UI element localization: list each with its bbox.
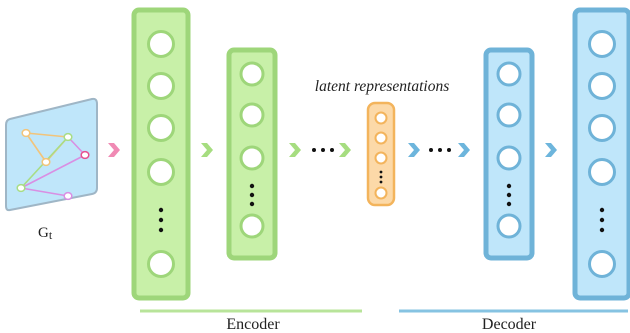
neuron	[147, 114, 175, 142]
encoder-layer-1-box	[131, 7, 191, 301]
latent-label: latent representations	[315, 78, 449, 95]
neuron	[239, 61, 265, 87]
neuron	[588, 250, 616, 278]
ellipsis-dot	[330, 148, 334, 152]
neuron	[496, 61, 522, 87]
graph-edge	[25, 132, 47, 163]
neuron	[588, 30, 616, 58]
decoder-arrow-icon	[408, 143, 420, 157]
graph-label-main: G	[38, 225, 49, 241]
neuron	[374, 111, 388, 125]
neuron	[147, 250, 175, 278]
neuron	[374, 151, 388, 165]
neuron	[239, 145, 265, 171]
decoder-label: Decoder	[482, 316, 537, 333]
ellipsis-dot	[379, 180, 383, 184]
neuron	[147, 158, 175, 186]
graph-node	[21, 128, 31, 138]
neuron	[239, 213, 265, 239]
ellipsis-dot	[321, 148, 325, 152]
decoder-arrow-icon	[545, 143, 557, 157]
ellipsis-dot	[312, 148, 316, 152]
ellipsis-dot	[506, 183, 512, 189]
graph-edge	[20, 187, 69, 197]
neuron	[147, 30, 175, 58]
latent-layer	[366, 101, 396, 207]
ellipsis-dot	[249, 192, 255, 198]
neuron	[374, 186, 388, 200]
ellipsis-dot	[158, 217, 164, 223]
neuron	[588, 158, 616, 186]
graph-node	[80, 150, 90, 160]
ellipsis-dot	[158, 227, 164, 233]
ellipsis-dot	[429, 148, 433, 152]
graph-node	[63, 191, 73, 201]
neuron	[588, 72, 616, 100]
input-arrow-icon	[108, 143, 120, 157]
neuron	[588, 114, 616, 142]
ellipsis-dot	[249, 201, 255, 207]
graph-label-subscript: t	[49, 228, 53, 242]
encoder-arrow-icon	[201, 143, 213, 157]
decoder-arrow-icon	[458, 143, 470, 157]
decoder-layer-1	[483, 47, 535, 261]
decoder-layer-2	[572, 7, 630, 301]
neuron	[147, 72, 175, 100]
encoder-label: Encoder	[226, 316, 280, 333]
ellipsis-dot	[447, 148, 451, 152]
ellipsis-dot	[438, 148, 442, 152]
input-graph: Gt	[5, 97, 98, 242]
neuron	[496, 102, 522, 128]
graph-label: Gt	[38, 225, 53, 242]
neuron	[496, 145, 522, 171]
graph-edge	[20, 154, 86, 189]
ellipsis-dot	[379, 170, 383, 174]
graph-node	[63, 132, 73, 142]
encoder-arrow-icon	[339, 143, 351, 157]
ellipsis-dot	[599, 217, 605, 223]
ellipsis-dot	[158, 207, 164, 213]
encoder-layer-2	[226, 47, 278, 261]
ellipsis-dot	[506, 201, 512, 207]
ellipsis-dot	[249, 183, 255, 189]
ellipsis-dot	[506, 192, 512, 198]
neuron	[374, 131, 388, 145]
graph-node	[41, 157, 51, 167]
decoder-layer-2-box	[572, 7, 630, 301]
ellipsis-dot	[599, 227, 605, 233]
encoder-layer-1	[131, 7, 191, 301]
ellipsis-dot	[379, 175, 383, 179]
graph-edge	[25, 132, 69, 138]
ellipsis-dot	[599, 207, 605, 213]
neuron	[496, 213, 522, 239]
neuron	[239, 102, 265, 128]
encoder-arrow-icon	[289, 143, 301, 157]
graph-node	[16, 183, 26, 193]
